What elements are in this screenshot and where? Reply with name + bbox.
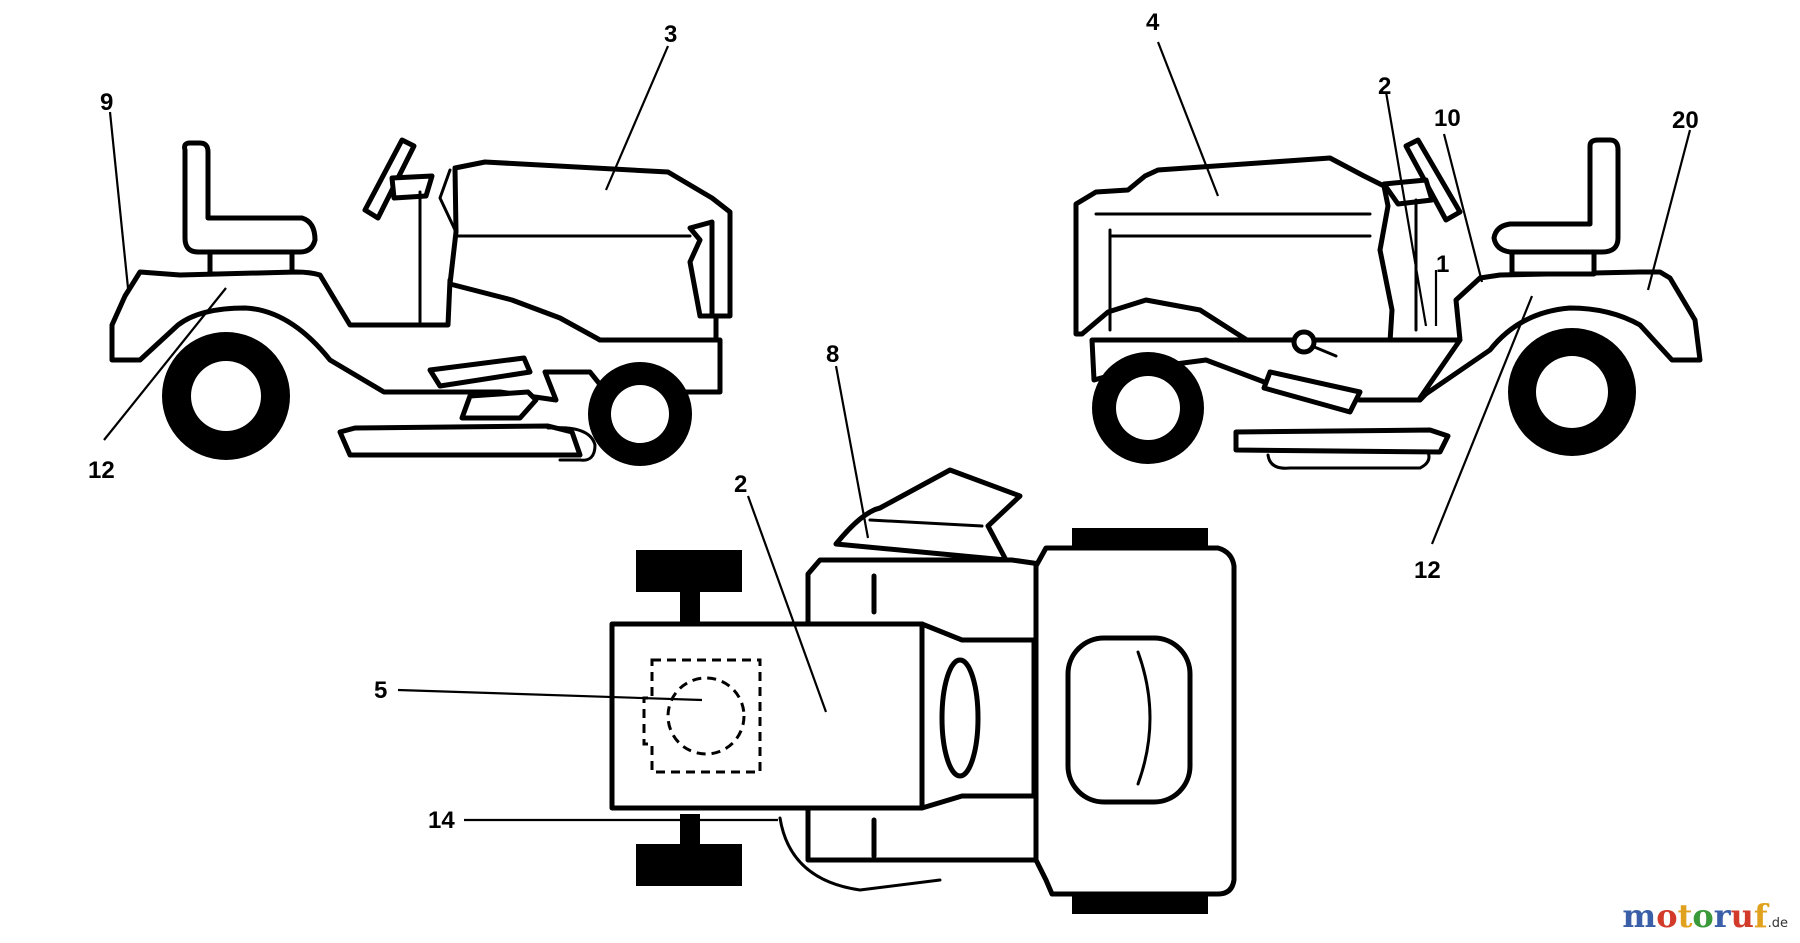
- callout-labels: 3 9 12 4 2 1 10 20 12 8 2 5 14: [88, 9, 1699, 834]
- watermark-letter: t: [1677, 897, 1693, 935]
- callout-14: 14: [428, 807, 455, 834]
- top-front-tire-bottom: [636, 844, 742, 886]
- top-rear-tire-top: [1072, 528, 1208, 548]
- top-rear-tire-bottom: [1072, 894, 1208, 914]
- watermark-letter: r: [1713, 897, 1731, 935]
- watermark-suffix: .de: [1767, 916, 1788, 931]
- callout-3: 3: [664, 21, 677, 48]
- right-deck: [1233, 427, 1451, 455]
- top-front-tire-top: [636, 550, 742, 592]
- callout-4: 4: [1146, 9, 1160, 36]
- right-hood: [1073, 155, 1395, 345]
- right-seat-post: [1509, 249, 1597, 277]
- callout-2-top: 2: [734, 471, 747, 498]
- top-discharge-chute: [833, 467, 1023, 563]
- top-seat: [1065, 635, 1193, 805]
- tractor-top-view: [609, 467, 1237, 914]
- watermark-letter: o: [1656, 897, 1678, 935]
- top-hood: [609, 621, 925, 811]
- left-hood: [447, 159, 733, 343]
- callout-12-left: 12: [88, 457, 115, 484]
- callout-5: 5: [374, 677, 387, 704]
- watermark-logo: motoruf.de: [1622, 897, 1788, 935]
- watermark-letter: o: [1692, 897, 1714, 935]
- watermark-letter: u: [1730, 897, 1754, 935]
- right-seat: [1491, 137, 1621, 255]
- callout-10: 10: [1434, 105, 1461, 132]
- left-steering: [362, 137, 417, 221]
- right-rear-fender: [1417, 269, 1703, 401]
- callout-12-right: 12: [1414, 557, 1441, 584]
- callout-1: 1: [1436, 251, 1449, 278]
- callout-9: 9: [100, 89, 113, 116]
- callout-2-right: 2: [1378, 73, 1391, 100]
- left-rear-fender: [109, 269, 723, 403]
- callout-20: 20: [1672, 107, 1699, 134]
- watermark-letter: f: [1753, 897, 1768, 935]
- watermark-letter: m: [1622, 897, 1657, 935]
- leader-lines: [103, 41, 1692, 822]
- tractor-right-side-view: [1073, 137, 1703, 470]
- left-seat: [182, 140, 318, 255]
- callout-8: 8: [826, 341, 839, 368]
- tractor-left-side-view: [109, 137, 733, 466]
- left-deck: [337, 423, 583, 458]
